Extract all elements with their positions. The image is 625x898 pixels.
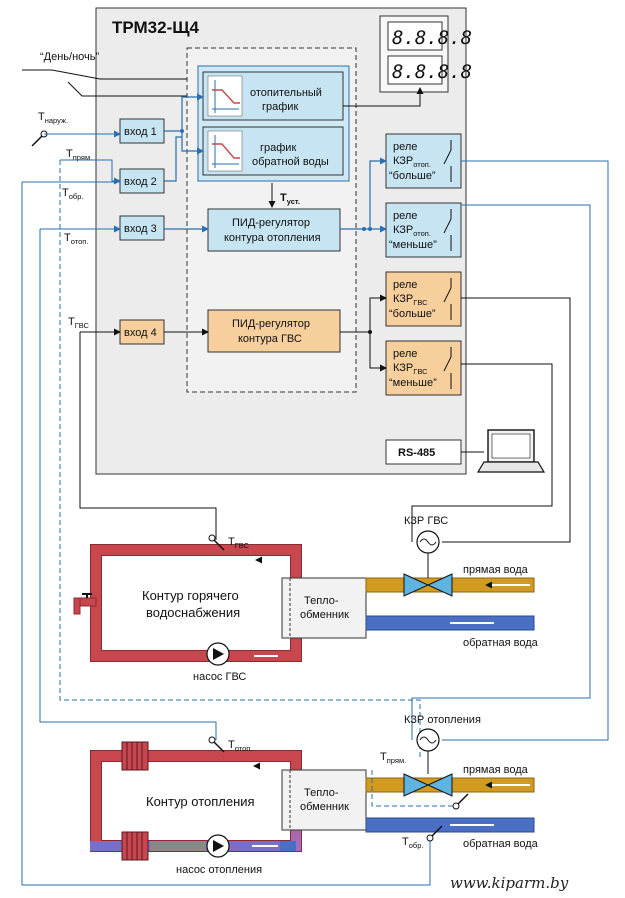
pump-hws-icon [206,642,230,666]
svg-text:“больше”: “больше” [389,170,436,182]
pump-hws-label: насос ГВС [193,671,246,683]
schedule-to-display-line [343,87,424,107]
svg-text:ПИД-регулятор: ПИД-регулятор [232,318,310,330]
svg-text:КЗРотоп.: КЗРотоп. [393,224,431,238]
sensor-supply-label: Tпрям. [66,148,92,162]
input-block-2: вход 2 [119,168,165,194]
heating-probe-label: Tотоп. [228,739,252,753]
svg-text:вход 1: вход 1 [124,126,157,138]
svg-text:реле: реле [393,141,417,153]
heating-return-pipe [365,817,535,833]
svg-text:отопительный: отопительный [250,87,322,99]
day-night-label: “День/ночь” [40,51,100,63]
relay-hws-less: реле КЗРГВС “меньше” [385,340,462,396]
hws-loop: Контур горячего водоснабжения насос ГВС … [73,534,302,683]
sensor-hws-probe [208,534,225,551]
valve-hws-label: КЗР ГВС [404,515,448,527]
laptop-icon [476,429,546,473]
svg-text:водоснабжения: водоснабжения [146,605,240,620]
return-probe-label: Tобр. [402,836,423,850]
input-block-1: вход 1 [119,118,165,144]
sensor-return-label: Tобр. [62,187,83,201]
device-title: ТРМ32-Щ4 [112,18,200,37]
svg-text:обменник: обменник [300,801,349,813]
relay-hws-more: реле КЗРГВС “больше” [385,271,462,327]
svg-text:“меньше”: “меньше” [389,239,437,251]
sensor-outdoor-probe [31,130,48,147]
heating-heat-exchanger: Тепло- обменник [281,769,367,831]
heating-schedule-group: отопительный график график обратной воды [197,65,350,182]
input-block-3: вход 3 [119,215,165,241]
relay-contact-icon [443,278,452,320]
watermark: www.kiparm.by [450,874,569,892]
svg-text:КЗРГВС: КЗРГВС [393,362,428,376]
hws-loop-label: Контур горячего [142,588,239,603]
relay-heating-less: реле КЗРотоп. “меньше” [385,202,462,258]
svg-text:“больше”: “больше” [389,308,436,320]
hws-probe-label: TГВС [228,536,250,550]
valve-heating-label: КЗР отопления [404,714,481,726]
svg-text:“меньше”: “меньше” [389,377,437,389]
hws-return-label: обратная вода [463,637,539,649]
radiator-bottom-icon [121,831,149,861]
heating-curve-icon [207,75,243,117]
sensor-return-probe [426,825,443,842]
heating-supply-label: прямая вода [463,764,529,776]
relay-contact-icon [443,140,452,182]
svg-text:реле: реле [393,348,417,360]
external-wiring [21,130,609,886]
relay-contact-icon [443,209,452,251]
pump-heating-label: насос отопления [176,864,262,876]
svg-text:вход 2: вход 2 [124,176,157,188]
sensor-heating-probe [208,736,225,753]
svg-text:КЗРГВС: КЗРГВС [393,293,428,307]
sensor-supply-probe [452,793,469,810]
hws-return-pipe [365,615,535,631]
valve-heating [403,728,453,797]
svg-text:КЗРотоп.: КЗРотоп. [393,155,431,169]
display-bottom-value: 8.8.8.8 [392,61,472,83]
svg-text:график: график [262,101,298,113]
svg-text:обменник: обменник [300,609,349,621]
svg-text:Тепло-: Тепло- [304,787,339,799]
radiator-top-icon [121,741,149,771]
sensor-hws-label: TГВС [68,316,90,330]
relay-heating-more: реле КЗРотоп. “больше” [385,133,462,189]
hws-supply-label: прямая вода [463,564,529,576]
led-display-panel: 8.8.8.8 8.8.8.8 [379,15,472,93]
svg-text:ПИД-регулятор: ПИД-регулятор [232,217,310,229]
supply-probe-label: Tпрям. [380,751,406,765]
heating-loop: Контур отопления насос отопления Tотоп. [90,736,302,876]
svg-text:вход 4: вход 4 [124,327,157,339]
pid-hws-block: ПИД-регулятор контура ГВС [207,309,341,353]
svg-text:обратной воды: обратной воды [252,156,329,168]
setpoint-label: Tуст. [280,192,300,206]
return-curve-icon [207,130,243,172]
sensor-heating-label: Tотоп. [64,232,88,246]
svg-text:реле: реле [393,210,417,222]
pump-heating-icon [206,834,230,858]
svg-text:Тепло-: Тепло- [304,595,339,607]
input-block-4: вход 4 [119,319,165,345]
heating-return-label: обратная вода [463,838,539,850]
svg-text:RS-485: RS-485 [398,447,435,459]
heating-loop-label: Контур отопления [146,794,255,809]
svg-text:график: график [260,142,296,154]
hws-heat-exchanger: Тепло- обменник [281,577,367,639]
svg-text:вход 3: вход 3 [124,223,157,235]
day-night-switch [22,69,187,97]
svg-text:реле: реле [393,279,417,291]
faucet-icon [73,593,97,615]
sensor-outdoor-label: Tнаруж. [38,111,68,125]
display-top-value: 8.8.8.8 [392,27,472,49]
rs485-port: RS-485 [385,439,462,465]
internal-signal-lines [164,93,387,233]
svg-text:контура отопления: контура отопления [224,232,321,244]
relay-contact-icon [443,347,452,389]
svg-text:контура ГВС: контура ГВС [238,333,302,345]
valve-hws [403,530,453,597]
pid-heating-block: ПИД-регулятор контура отопления [207,208,341,252]
